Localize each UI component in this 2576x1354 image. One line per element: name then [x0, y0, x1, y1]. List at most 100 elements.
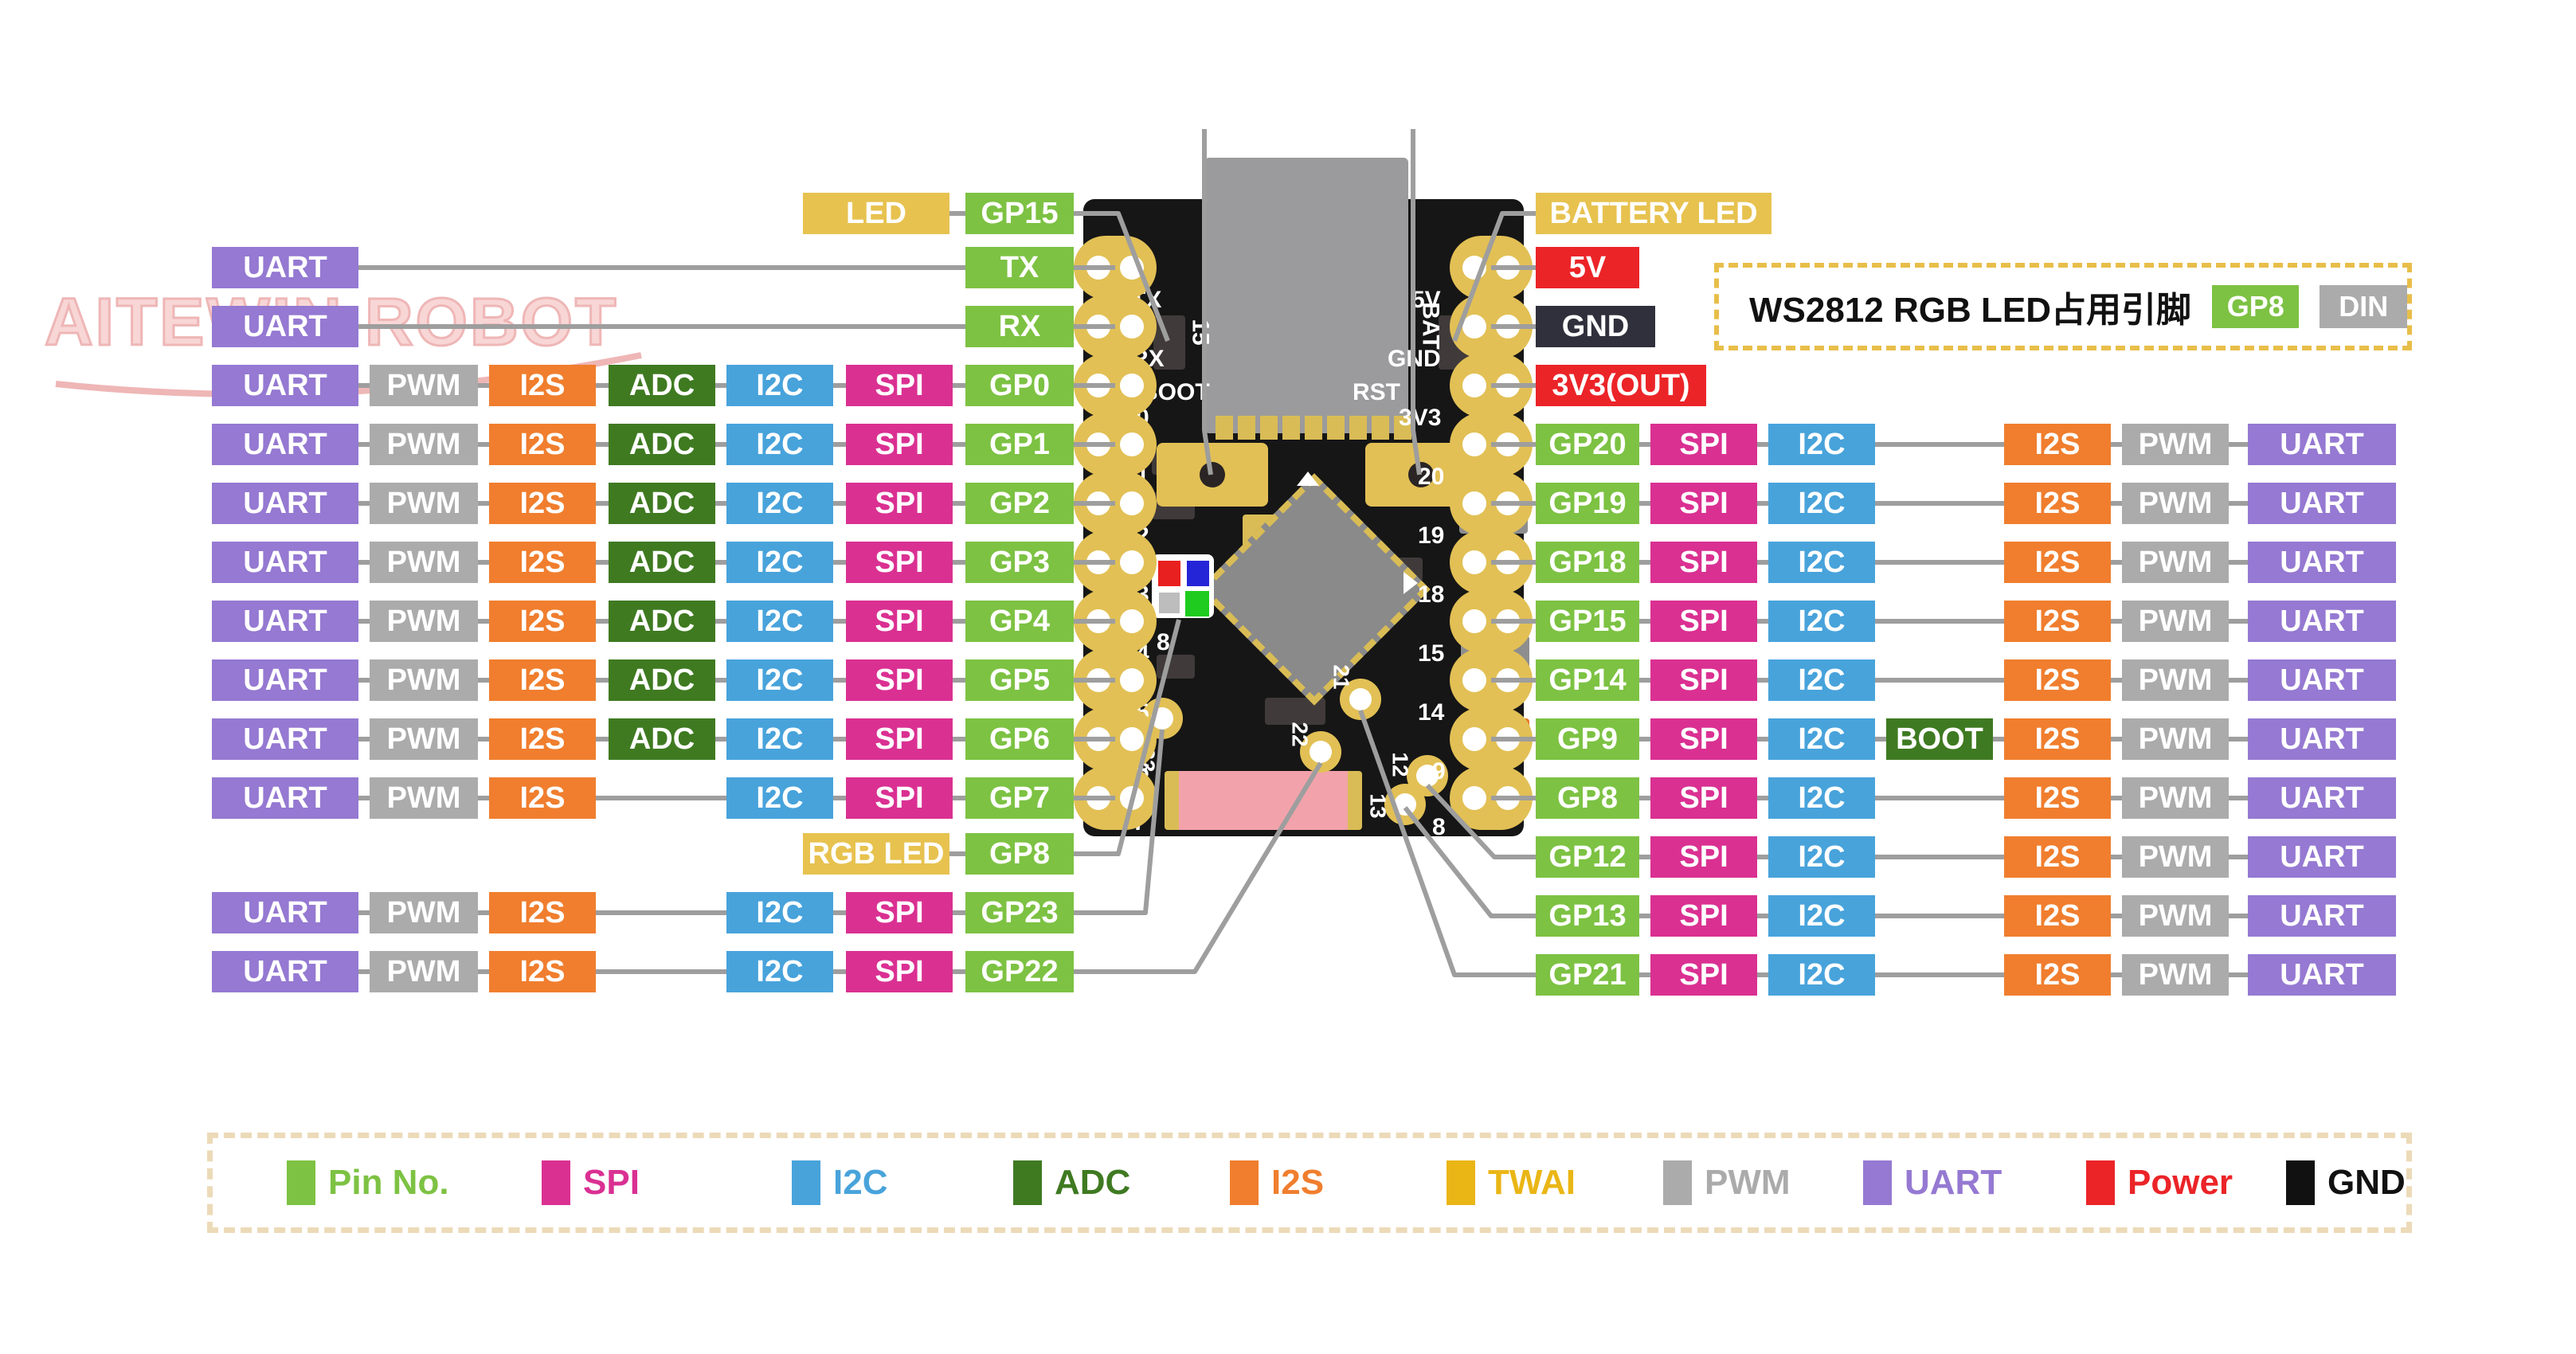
box-pwm: PWM — [370, 777, 478, 819]
box-i2s: I2S — [2004, 542, 2111, 583]
boot-top-label: BOOT — [1163, 91, 1246, 123]
box-uart: UART — [212, 365, 358, 406]
box-pwm: PWM — [370, 365, 478, 406]
box-pwm: PWM — [2122, 718, 2229, 760]
pad-hole — [1462, 491, 1486, 515]
box-pwm: PWM — [2122, 483, 2229, 524]
box-i2c: I2C — [726, 777, 833, 819]
box-adc: ADC — [609, 659, 715, 701]
box-spi: SPI — [846, 892, 953, 933]
box-5v: 5V — [1536, 247, 1639, 288]
box-pwm: PWM — [2122, 601, 2229, 642]
box-i2s: I2S — [489, 542, 596, 583]
chip-marker-right — [1403, 572, 1418, 594]
silkscreen-14: 14 — [1418, 699, 1445, 726]
box-i2c: I2C — [726, 951, 833, 992]
box-uart: UART — [212, 306, 358, 347]
row-connector-line — [1561, 914, 2342, 918]
box-spi: SPI — [846, 424, 953, 465]
silkscreen-15: 15 — [1187, 319, 1214, 346]
box-gp15: GP15 — [965, 193, 1074, 234]
box-led: LED — [803, 193, 949, 234]
box-i2c: I2C — [1768, 954, 1875, 996]
legend-item-gnd: GND — [2286, 1160, 2406, 1206]
through-hole-pad — [1074, 354, 1157, 417]
box-spi: SPI — [846, 777, 953, 819]
box-uart: UART — [212, 718, 358, 760]
legend-item-i2c: I2C — [792, 1160, 887, 1206]
pad-hole — [1462, 550, 1486, 574]
box-uart: UART — [212, 892, 358, 933]
box-uart: UART — [2248, 954, 2396, 996]
pad-hole — [1462, 609, 1486, 633]
pad-hole — [1120, 374, 1144, 397]
box-spi: SPI — [846, 659, 953, 701]
box-pwm: PWM — [370, 892, 478, 933]
box-pwm: PWM — [370, 424, 478, 465]
silkscreen-rst: RST — [1353, 379, 1400, 405]
rgb-led-die — [1158, 561, 1180, 586]
box-adc: ADC — [609, 718, 715, 760]
box-i2c: I2C — [726, 601, 833, 642]
box-uart: UART — [2248, 542, 2396, 583]
ws2812-note-text: WS2812 RGB LED占用引脚 — [1749, 291, 2191, 330]
box-gp6: GP6 — [965, 718, 1074, 760]
box-pwm: PWM — [370, 542, 478, 583]
box-i2c: I2C — [726, 424, 833, 465]
box-uart: UART — [2248, 424, 2396, 465]
box-gp2: GP2 — [965, 483, 1074, 524]
box-i2c: I2C — [1768, 718, 1875, 760]
silkscreen-19: 19 — [1418, 522, 1445, 549]
box-i2s: I2S — [489, 365, 596, 406]
boot-button — [1157, 443, 1268, 507]
box-i2c: I2C — [1768, 483, 1875, 524]
box-i2s: I2S — [489, 601, 596, 642]
row-connector-line — [239, 910, 1074, 915]
rgb-led — [1152, 554, 1214, 618]
box-gp15: GP15 — [1536, 601, 1639, 642]
legend-label: GND — [2327, 1163, 2406, 1202]
box-pwm: PWM — [370, 659, 478, 701]
box-i2s: I2S — [489, 777, 596, 819]
box-gnd: GND — [1536, 306, 1655, 347]
pad-hole — [1462, 786, 1486, 810]
row-connector-line — [1491, 442, 2342, 447]
pad-hole — [1462, 315, 1486, 338]
legend-label: UART — [1905, 1163, 2002, 1202]
pad-hole — [1462, 432, 1486, 456]
box-adc: ADC — [609, 542, 715, 583]
castellated-pad — [1349, 416, 1367, 440]
box-pwm: PWM — [370, 601, 478, 642]
castellated-pad — [1372, 416, 1389, 440]
silkscreen-18: 18 — [1418, 581, 1445, 608]
silkscreen-8: 8 — [1157, 629, 1170, 655]
box-spi: SPI — [1650, 659, 1757, 701]
legend-swatch — [2286, 1160, 2315, 1205]
legend-label: TWAI — [1488, 1163, 1576, 1202]
row-connector-line — [239, 969, 1074, 974]
box-i2s: I2S — [489, 892, 596, 933]
box-spi: SPI — [846, 718, 953, 760]
box-battery-led: BATTERY LED — [1536, 193, 1771, 234]
box-spi: SPI — [846, 483, 953, 524]
silkscreen-8: 8 — [1432, 814, 1446, 840]
box-i2s: I2S — [2004, 718, 2111, 760]
box-i2s: I2S — [2004, 659, 2111, 701]
box-gp18: GP18 — [1536, 542, 1639, 583]
pad-hole — [1462, 727, 1486, 751]
box-gp5: GP5 — [965, 659, 1074, 701]
legend-item-pwm: PWM — [1663, 1160, 1791, 1206]
row-connector-line — [1561, 855, 2342, 859]
box-pwm: PWM — [2122, 954, 2229, 996]
box-uart: UART — [212, 483, 358, 524]
row-connector-line — [828, 851, 1074, 856]
inner-hole-center — [1310, 741, 1332, 763]
box-pwm: PWM — [370, 718, 478, 760]
box-tx: TX — [965, 247, 1074, 288]
box-gp3: GP3 — [965, 542, 1074, 583]
box-gp8: GP8 — [1536, 777, 1639, 819]
castellated-pad — [1216, 416, 1233, 440]
pad-hole — [1120, 432, 1144, 456]
legend-item-pin-no-: Pin No. — [287, 1160, 449, 1206]
